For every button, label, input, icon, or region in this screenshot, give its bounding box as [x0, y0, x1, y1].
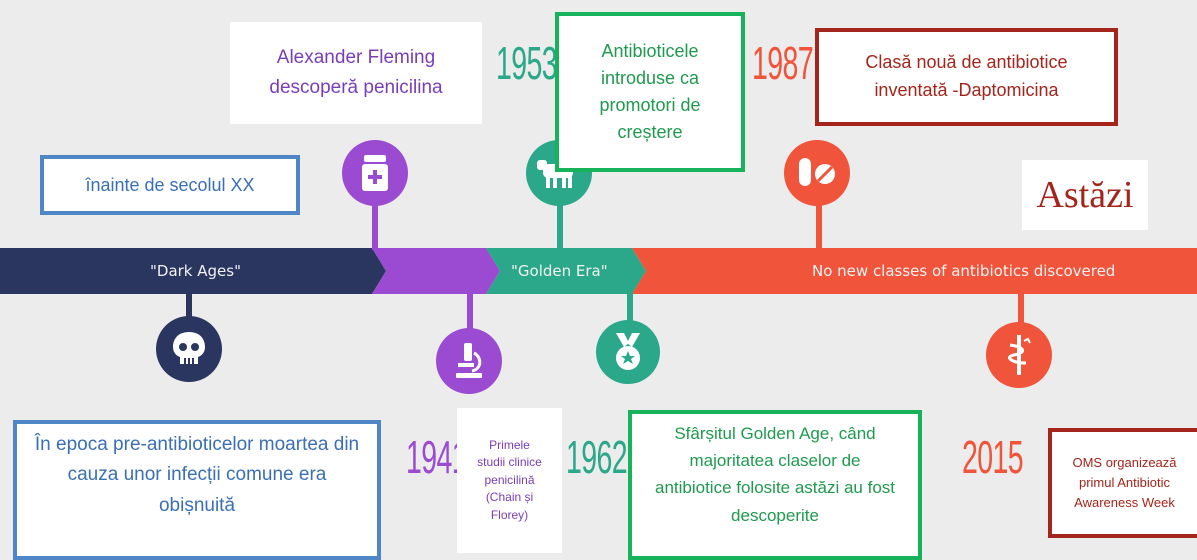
medal-icon [616, 333, 640, 370]
box-studii: Primele studii clinice penicilină (Chain… [457, 408, 562, 553]
inainte-text: înainte de secolul XX [85, 174, 255, 195]
stem-1953 [557, 200, 563, 250]
stem-1941 [467, 292, 473, 332]
sfarsit-text: Sfârșitul Golden Age, când majoritatea c… [654, 424, 896, 525]
promotori-text: Antibioticele introduse ca promotori de … [599, 41, 701, 142]
box-sfarsit: Sfârșitul Golden Age, când majoritatea c… [628, 410, 922, 560]
caduceus-icon [1008, 335, 1031, 375]
box-oms: OMS organizează primul Antibiotic Awaren… [1048, 428, 1197, 538]
circle-capsule [784, 140, 850, 206]
box-inainte: înainte de secolul XX [40, 155, 300, 215]
circle-caduceus [986, 322, 1052, 388]
stem-1962 [627, 292, 633, 324]
year-1987: 1987 [752, 37, 814, 89]
pill-bottle-icon [362, 155, 388, 191]
band-golden-era [486, 248, 646, 294]
era-label-no-new: No new classes of antibiotics discovered [812, 262, 1116, 280]
skull-icon [173, 332, 205, 364]
box-daptomicina: Clasă nouă de antibiotice inventată -Dap… [815, 28, 1118, 126]
stem-dark [186, 292, 192, 322]
pre-antibiotic-text: În epoca pre-antibioticelor moartea din … [34, 434, 360, 516]
stem-fleming [372, 200, 378, 250]
band-no-new [632, 248, 1197, 294]
stem-1987 [816, 200, 822, 250]
microscope-icon [456, 343, 482, 378]
box-astazi: Astăzi [1022, 160, 1148, 230]
band-purple [372, 248, 500, 294]
circle-pill-bottle [342, 140, 408, 206]
daptomicina-text: Clasă nouă de antibiotice inventată -Dap… [865, 52, 1068, 100]
year-1962: 1962 [566, 431, 628, 483]
year-2015: 2015 [962, 431, 1024, 483]
circle-medal [596, 320, 660, 384]
oms-text: OMS organizează primul Antibiotic Awaren… [1072, 454, 1177, 511]
studii-text: Primele studii clinice penicilină (Chain… [477, 438, 542, 522]
circle-microscope [436, 328, 502, 394]
band-dark-ages [0, 248, 386, 294]
box-pre-antibiotic: În epoca pre-antibioticelor moartea din … [13, 420, 381, 560]
capsule-pill-icon [799, 158, 835, 186]
era-label-dark-ages: "Dark Ages" [150, 262, 241, 280]
stem-2015 [1018, 292, 1024, 328]
box-promotori: Antibioticele introduse ca promotori de … [555, 12, 745, 172]
timeline-band [0, 248, 1197, 294]
era-label-golden-era: "Golden Era" [511, 262, 608, 280]
astazi-text: Astăzi [1036, 174, 1134, 216]
circle-skull [156, 316, 222, 382]
box-fleming: Alexander Fleming descoperă penicilina [230, 22, 482, 124]
year-1953: 1953 [496, 37, 558, 89]
fleming-text: Alexander Fleming descoperă penicilina [269, 46, 443, 98]
